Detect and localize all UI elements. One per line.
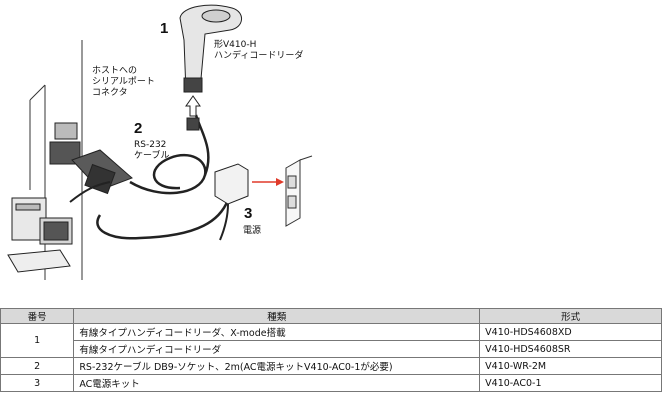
- table-row: 1 有線タイプハンディコードリーダ、X-mode搭載 V410-HDS4608X…: [0, 323, 662, 358]
- cell-model: V410-HDS4608XD: [479, 323, 662, 341]
- cell-type: RS-232ケーブル DB9-ソケット、2m(AC電源キットV410-AC0-1…: [73, 357, 481, 375]
- scanner-label-line-1: 形V410-H: [214, 40, 257, 50]
- diagram-illustration: [7, 4, 313, 280]
- cable-label-line-1: RS-232: [134, 140, 167, 150]
- cell-no: 3: [0, 374, 75, 392]
- connection-diagram: 1 形V410-H ハンディコードリーダ ホストへの シリアルポート コネクタ …: [7, 4, 313, 280]
- wall-outlet: [285, 155, 313, 227]
- cell-no: 2: [0, 357, 75, 375]
- cell-model: V410-WR-2M: [479, 357, 662, 375]
- host-label-line-1: ホストへの: [92, 66, 138, 76]
- cell-type: 有線タイプハンディコードリーダ、X-mode搭載: [73, 323, 481, 341]
- cell-type: AC電源キット: [73, 374, 481, 392]
- table-header-row: 番号 種類 形式: [0, 308, 662, 324]
- scanner-illustration: [179, 4, 242, 93]
- host-computer: [7, 181, 111, 273]
- power-label: 電源: [243, 226, 262, 236]
- serial-port: [49, 122, 81, 165]
- cable-label: RS-232 ケーブル: [134, 140, 169, 162]
- cell-model: V410-AC0-1: [479, 374, 662, 392]
- host-label-line-3: コネクタ: [92, 88, 128, 98]
- header-no: 番号: [0, 308, 75, 324]
- ac-adapter: [214, 163, 249, 241]
- scanner-label-line-2: ハンディコードリーダ: [214, 51, 304, 61]
- cell-model: V410-HDS4608SR: [479, 340, 662, 358]
- scanner-label: 形V410-H ハンディコードリーダ: [214, 40, 303, 62]
- header-type: 種類: [73, 308, 481, 324]
- table-row: 有線タイプハンディコードリーダ V410-HDS4608SR: [1, 340, 662, 358]
- spec-table: 番号 種類 形式 1 有線タイプハンディコードリーダ、X-mode搭載 V410…: [0, 308, 662, 392]
- table-row: 2 RS-232ケーブル DB9-ソケット、2m(AC電源キットV410-AC0…: [0, 357, 662, 375]
- connect-arrow-icon: [185, 95, 201, 131]
- label-number-1: 1: [160, 20, 169, 37]
- power-arrow-icon: [252, 178, 284, 186]
- cell-no: 1: [0, 323, 75, 358]
- label-number-3: 3: [244, 205, 253, 222]
- label-number-2: 2: [134, 120, 143, 137]
- host-label-line-2: シリアルポート: [92, 77, 155, 87]
- header-model: 形式: [479, 308, 662, 324]
- db9-connector: [71, 149, 133, 195]
- cell-type: 有線タイプハンディコードリーダ: [73, 340, 481, 358]
- cable-label-line-2: ケーブル: [134, 151, 170, 161]
- table-row: 3 AC電源キット V410-AC0-1: [0, 374, 662, 392]
- host-label: ホストへの シリアルポート コネクタ: [92, 66, 155, 99]
